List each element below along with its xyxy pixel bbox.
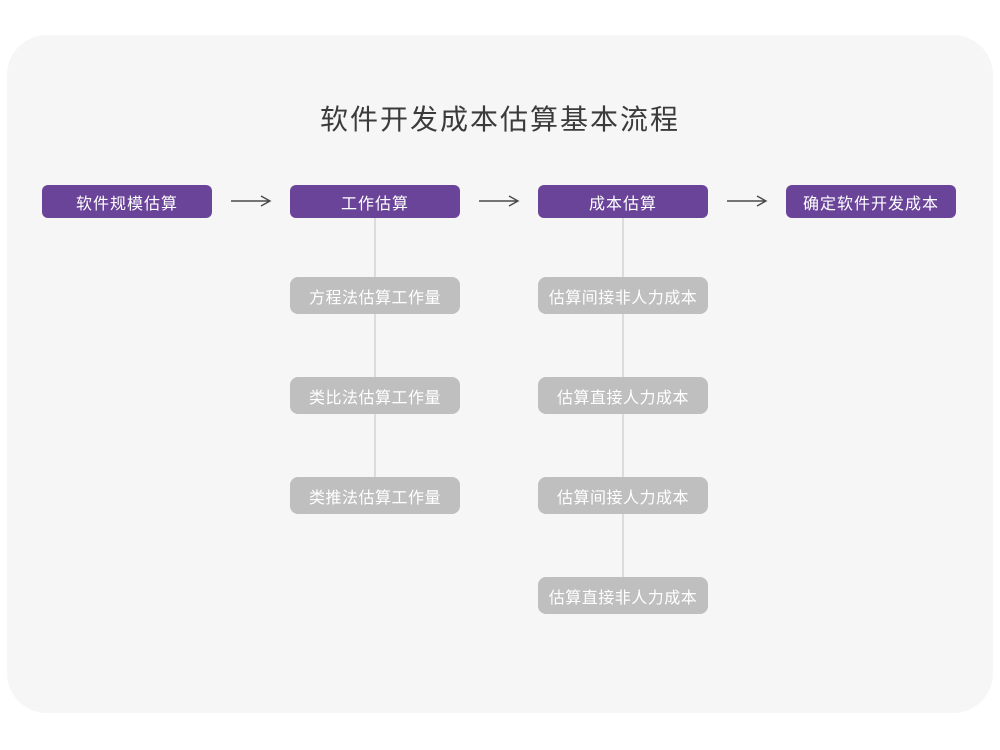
node-software-scale-estimation: 软件规模估算 [42, 185, 212, 218]
node-determine-development-cost: 确定软件开发成本 [786, 185, 956, 218]
subnode-equation-method-workload: 方程法估算工作量 [290, 277, 460, 314]
subnode-indirect-non-labor-cost: 估算间接非人力成本 [538, 277, 708, 314]
flow-arrow-icon [479, 195, 520, 207]
flow-arrow-icon [727, 195, 768, 207]
subnode-extrapolation-method-workload: 类推法估算工作量 [290, 477, 460, 514]
diagram-card [7, 35, 993, 713]
subnode-analogy-method-workload: 类比法估算工作量 [290, 377, 460, 414]
subnode-indirect-labor-cost: 估算间接人力成本 [538, 477, 708, 514]
subnode-direct-non-labor-cost: 估算直接非人力成本 [538, 577, 708, 614]
subnode-direct-labor-cost: 估算直接人力成本 [538, 377, 708, 414]
diagram-title: 软件开发成本估算基本流程 [319, 104, 680, 135]
node-work-estimation: 工作估算 [290, 185, 460, 218]
node-cost-estimation: 成本估算 [538, 185, 708, 218]
flow-arrow-icon [231, 195, 272, 207]
connector-line-work-estimation [374, 218, 376, 490]
